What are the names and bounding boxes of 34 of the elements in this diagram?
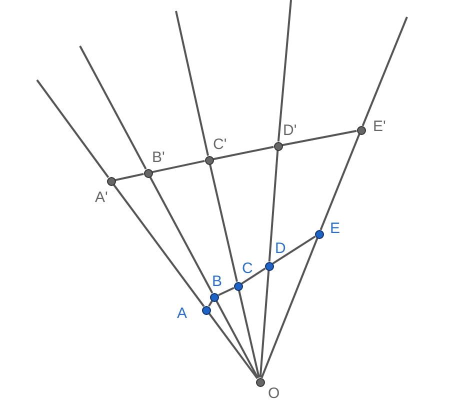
point-label: D	[275, 240, 286, 257]
line-segment	[36, 79, 110, 178]
line-segment	[208, 313, 258, 379]
line-segment	[152, 160, 205, 174]
line-segment	[175, 10, 209, 156]
line-segment	[259, 270, 270, 378]
line-segment	[149, 176, 214, 294]
line-segment	[260, 238, 318, 378]
point-label: E	[330, 220, 340, 237]
line-segment	[218, 287, 234, 296]
point-label: D'	[283, 122, 297, 139]
line-segment	[272, 236, 316, 264]
line-segment	[362, 16, 408, 126]
line-segment	[208, 300, 213, 307]
line-segment	[209, 164, 238, 282]
line-segment	[115, 172, 144, 182]
line-segment	[320, 134, 360, 230]
line-segment	[277, 0, 292, 142]
point-label: B	[212, 273, 222, 290]
line-segment	[112, 184, 205, 307]
point-label: A	[177, 305, 188, 322]
line-segment	[216, 300, 259, 379]
point-label: A'	[95, 189, 108, 206]
line-segment	[238, 290, 260, 378]
line-segment	[268, 150, 279, 262]
line-segment	[241, 268, 266, 284]
line-segment	[282, 130, 357, 146]
line-segment	[213, 146, 274, 160]
line-segment	[79, 46, 147, 170]
point-label: C'	[213, 136, 227, 153]
point-label: E'	[373, 118, 386, 135]
point-label: C	[242, 260, 253, 277]
point-label: O	[268, 385, 280, 402]
point-label: B'	[152, 149, 165, 166]
